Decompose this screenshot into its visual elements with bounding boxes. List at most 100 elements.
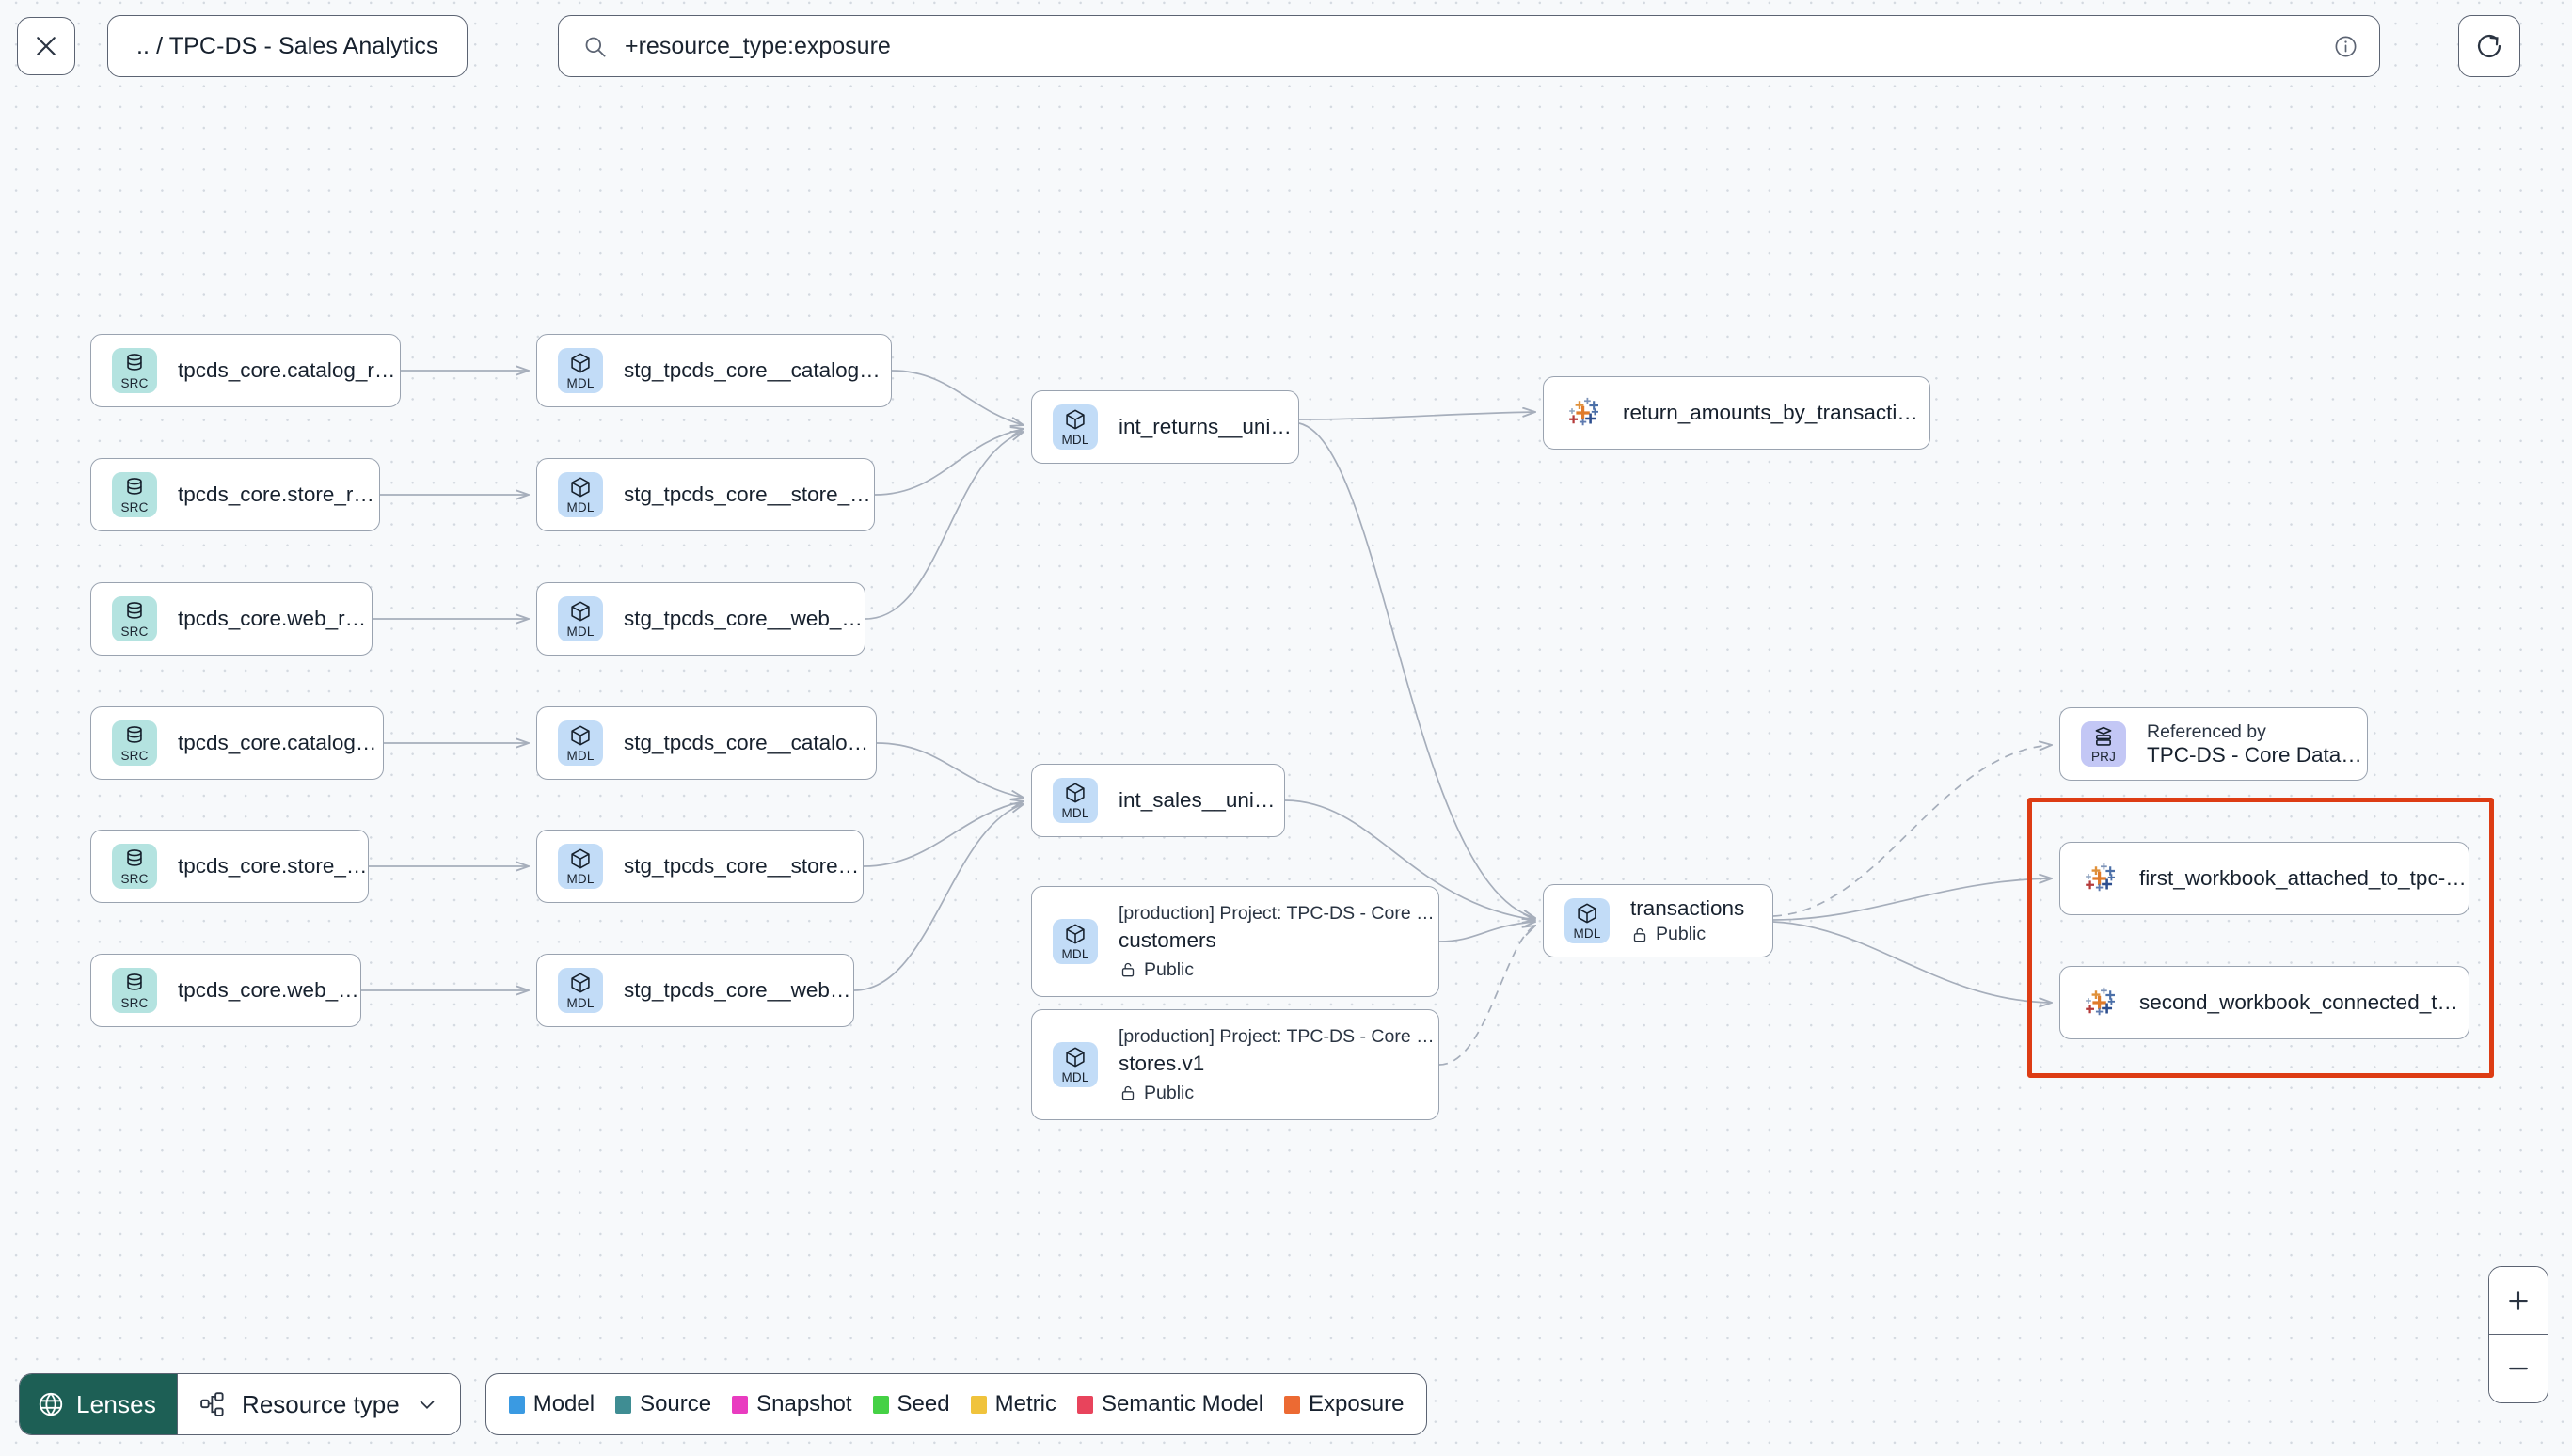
node-text: stg_tpcds_core__web_returns [624,607,865,631]
graph-node-second-workbook[interactable]: second_workbook_connected_to_live… [2059,966,2469,1039]
breadcrumb[interactable]: .. / TPC-DS - Sales Analytics [107,15,468,77]
graph-node-src-store-sales[interactable]: SRC tpcds_core.store_sales [90,830,369,903]
node-text: stg_tpcds_core__store_returns [624,483,874,507]
graph-node-stg-web-sales[interactable]: MDL stg_tpcds_core__web_sales [536,954,854,1027]
badge-label: PRJ [2090,750,2117,765]
legend-item-snapshot[interactable]: Snapshot [732,1391,852,1417]
badge-label: SRC [120,872,149,887]
node-text: tpcds_core.web_sales [178,978,360,1003]
badge-label: MDL [1061,947,1089,962]
node-title: stg_tpcds_core__catalog_sales [624,731,876,754]
node-text: stg_tpcds_core__web_sales [624,978,853,1003]
graph-node-src-web-sales[interactable]: SRC tpcds_core.web_sales [90,954,361,1027]
resource-badge-mdl: MDL [558,472,603,517]
database-icon [127,973,142,990]
refresh-button[interactable] [2458,15,2520,77]
graph-node-stores-v1[interactable]: MDL [production] Project: TPC-DS - Core D… [1031,1009,1439,1120]
legend-item-metric[interactable]: Metric [970,1391,1056,1417]
legend-item-source[interactable]: Source [615,1391,711,1417]
legend-swatch [1284,1395,1301,1414]
node-title: second_workbook_connected_to_live… [2139,990,2469,1014]
legend-label: Metric [994,1391,1056,1416]
node-text: return_amounts_by_transaction_type [1623,401,1929,425]
node-text: tpcds_core.catalog_returns [178,358,400,383]
project-icon [2095,727,2112,746]
legend-item-exposure[interactable]: Exposure [1284,1391,1404,1417]
node-title: stores.v1 [1119,1051,1205,1075]
zoom-in-button[interactable] [2489,1267,2548,1335]
plus-icon [2509,1290,2528,1310]
badge-label: MDL [1061,806,1089,821]
unlock-icon [1633,927,1646,942]
search-input[interactable]: +resource_type:exposure [558,15,2380,77]
search-icon [585,37,606,57]
close-button[interactable] [17,17,75,75]
database-icon [127,478,142,495]
database-icon [127,726,142,743]
resource-badge-mdl: MDL [1564,898,1610,943]
resource-type-dropdown[interactable]: Resource type [177,1374,460,1434]
badge-label: SRC [120,625,149,640]
cube-icon [571,848,590,869]
resource-badge-mdl: MDL [1053,1042,1098,1087]
legend-swatch [1076,1395,1093,1414]
badge-label: SRC [120,996,149,1011]
legend-swatch [732,1395,749,1414]
node-visibility-label: Public [1656,924,1707,944]
node-title: tpcds_core.web_sales [178,978,360,1002]
badge-label: SRC [120,749,149,764]
graph-node-first-workbook[interactable]: first_workbook_attached_to_tpc-ds_-_… [2059,842,2469,915]
legend-item-model[interactable]: Model [508,1391,595,1417]
resource-badge-src: SRC [112,844,157,889]
chevron-down-icon [420,1401,435,1410]
graph-node-customers[interactable]: MDL [production] Project: TPC-DS - Core D… [1031,886,1439,997]
legend-item-seed[interactable]: Seed [872,1391,950,1417]
node-title: stg_tpcds_core__store_returns [624,483,874,506]
cube-icon [571,353,590,373]
resource-badge-src: SRC [112,472,157,517]
node-subtitle: Referenced by [2147,720,2266,742]
resource-badge-mdl: MDL [558,968,603,1013]
badge-label: MDL [1061,433,1089,448]
legend-label: Snapshot [756,1391,852,1416]
badge-label: SRC [120,376,149,391]
node-subtitle: [production] Project: TPC-DS - Core Data… [1119,902,1438,924]
node-text: tpcds_core.store_sales [178,854,368,878]
lenses-button[interactable]: Lenses [20,1374,178,1434]
legend-swatch [970,1395,987,1414]
tableau-icon [2086,863,2115,892]
graph-node-src-catalog-returns[interactable]: SRC tpcds_core.catalog_returns [90,334,401,407]
node-title: stg_tpcds_core__web_sales [624,978,853,1002]
resource-badge-src: SRC [112,720,157,766]
graph-node-return-amounts[interactable]: return_amounts_by_transaction_type [1543,376,1930,450]
close-icon [37,37,56,55]
legend-item-semantic-model[interactable]: Semantic Model [1076,1391,1264,1417]
graph-node-stg-store-returns[interactable]: MDL stg_tpcds_core__store_returns [536,458,875,531]
bottom-toolbar: Lenses Resource type Model Source Snapshot… [19,1373,1428,1435]
node-title: return_amounts_by_transaction_type [1623,401,1929,424]
top-header: .. / TPC-DS - Sales Analytics +resource_… [0,0,2572,111]
lens-group: Lenses Resource type [19,1373,461,1435]
zoom-out-button[interactable] [2489,1335,2548,1402]
legend-label: Semantic Model [1101,1391,1264,1416]
info-icon[interactable] [2333,34,2358,59]
node-text: second_workbook_connected_to_live… [2139,990,2469,1015]
node-subtitle: [production] Project: TPC-DS - Core Data… [1119,1025,1438,1047]
badge-label: MDL [566,376,595,391]
hierarchy-icon [200,1392,224,1416]
node-visibility: Public [1119,1083,1438,1104]
resource-type-legend: Model Source Snapshot Seed Metric Semantic Mo… [484,1373,1428,1435]
